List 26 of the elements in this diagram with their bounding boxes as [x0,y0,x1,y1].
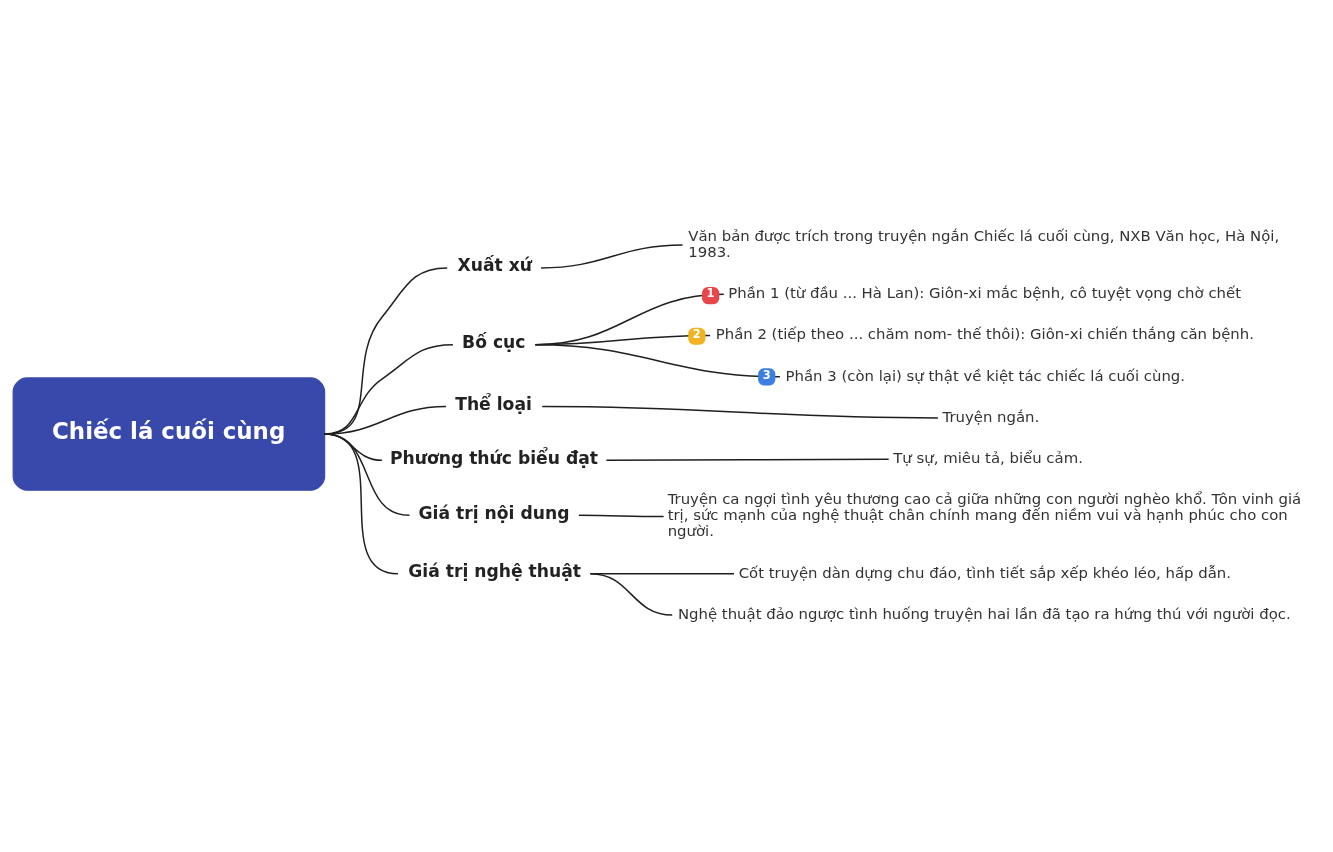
node-box: Chiếc lá cuối cùng [12,377,326,491]
node-text: Thể loại [455,393,532,414]
connector [540,244,684,269]
node-text: Phương thức biểu đạt [389,447,598,468]
node-label: 2 [692,326,701,341]
connector [534,343,781,378]
node-text: Nghệ thuật đảo ngược tình huống truyện hai lần đã tạo ra hứng thú với người đọc. [677,604,1291,623]
connector [578,514,665,518]
connector [541,405,939,419]
node-label: 1 [706,286,715,301]
connector [589,573,673,616]
node-text: Xuất xứ [457,255,532,276]
node-text: Giá trị nghệ thuật [408,561,582,582]
connector [323,433,399,575]
node-text: Giá trị nội dung [418,502,570,523]
node-text: Bố cục [462,332,526,353]
node-text: Tự sự, miêu tả, biểu cảm. [893,449,1083,468]
node-text: Phần 2 (tiếp theo ... chăm nom- thế thôi): Giôn-xi chiến thắng căn bệnh. [715,325,1254,344]
node-text: Phần 1 (từ đầu ... Hà Lan): Giôn-xi mắc bệnh, cô tuyệt vọng chờ chết [728,284,1241,303]
node-text: Truyện ca ngợi tình yêu thương cao cả giữa những con người nghèo khổ. Tôn vinh giá trị, sức mạnh của nghệ thuật chân chính mang đến niềm vui và hạnh phúc cho con người. [667,490,1302,541]
connector [605,458,890,462]
node-text: Văn bản được trích trong truyện ngắn Chiếc lá cuối cùng, NXB Văn học, Hà Nội, 1983. [688,226,1280,261]
node-text: Cốt truyện dàn dựng chu đáo, tình tiết sắp xếp khéo léo, hấp dẫn. [738,563,1231,582]
node-text: Truyện ngắn. [942,407,1040,426]
node-text: Phần 3 (còn lại) sự thật về kiệt tác chiếc lá cuối cùng. [785,366,1186,385]
node-label: 3 [762,367,771,382]
